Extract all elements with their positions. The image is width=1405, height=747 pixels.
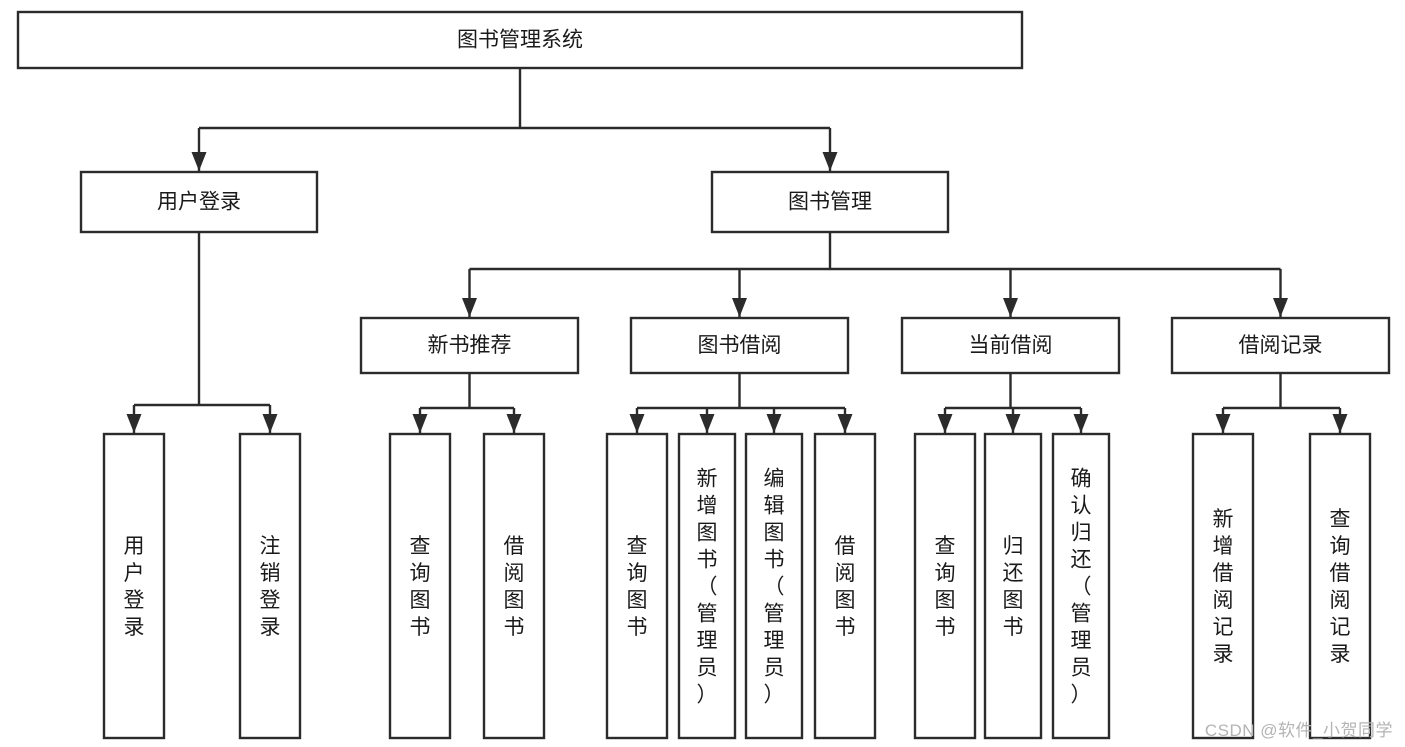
node-book-borrow-box[interactable] [629,316,850,375]
node-borrow-record[interactable]: 借阅记录 [1170,316,1391,375]
arrow-head-icon [1003,298,1018,317]
node-root-system-box[interactable] [16,10,1024,70]
nodes-layer: 图书管理系统用户登录图书管理新书推荐图书借阅当前借阅借阅记录用户登录注销登录查询… [16,10,1391,740]
node-leaf-add-book-box[interactable] [677,432,737,740]
node-leaf-add-borrow-record-box[interactable] [1191,432,1255,740]
node-leaf-user-login-box[interactable] [102,432,166,740]
arrow-head-icon [937,414,953,433]
node-book-management-label: 图书管理 [788,191,872,214]
node-leaf-query-book-1-box[interactable] [388,432,452,740]
arrow-head-icon [1332,414,1348,433]
node-leaf-user-logout[interactable]: 注销登录 [238,432,302,740]
node-borrow-record-box[interactable] [1170,316,1391,375]
arrow-head-icon [699,414,715,433]
arrow-head-icon [462,298,477,317]
node-book-borrow-label: 图书借阅 [698,334,782,357]
node-leaf-query-book-1[interactable]: 查询图书 [388,432,452,740]
node-leaf-query-book-2[interactable]: 查询图书 [605,432,669,740]
node-leaf-borrow-book-2-label: 借阅图书 [835,535,856,639]
node-leaf-add-borrow-record-label: 新增借阅记录 [1213,508,1234,666]
node-leaf-return-book[interactable]: 归还图书 [983,432,1043,740]
arrow-head-icon [766,414,782,433]
node-new-book-recommend-box[interactable] [359,316,580,375]
arrow-head-icon [1005,414,1021,433]
node-leaf-query-book-2-label: 查询图书 [627,535,648,639]
arrow-head-icon [126,414,142,433]
node-user-login[interactable]: 用户登录 [79,170,319,234]
node-current-borrow-label: 当前借阅 [969,334,1053,357]
node-leaf-add-borrow-record[interactable]: 新增借阅记录 [1191,432,1255,740]
node-leaf-edit-book-label: 编辑图书（管理员） [764,468,785,707]
arrow-head-icon [1273,298,1288,317]
arrow-head-icon [732,298,747,317]
node-leaf-add-book-label: 新增图书（管理员） [697,468,718,707]
node-current-borrow-box[interactable] [900,316,1121,375]
node-leaf-confirm-return-label: 确认归还（管理员） [1071,468,1092,707]
node-book-borrow[interactable]: 图书借阅 [629,316,850,375]
arrow-head-icon [1073,414,1089,433]
arrow-head-icon [837,414,853,433]
node-borrow-record-label: 借阅记录 [1239,334,1323,357]
node-leaf-edit-book[interactable]: 编辑图书（管理员） [744,432,804,740]
node-leaf-edit-book-box[interactable] [744,432,804,740]
node-leaf-user-login-label: 用户登录 [124,535,145,639]
node-current-borrow[interactable]: 当前借阅 [900,316,1121,375]
node-leaf-user-login[interactable]: 用户登录 [102,432,166,740]
arrow-head-icon [412,414,428,433]
node-leaf-query-borrow-record-label: 查询借阅记录 [1330,508,1351,666]
node-leaf-query-book-3[interactable]: 查询图书 [913,432,977,740]
arrow-head-icon [191,152,207,171]
node-leaf-query-borrow-record-box[interactable] [1308,432,1372,740]
node-new-book-recommend-label: 新书推荐 [428,334,512,357]
node-leaf-borrow-book-1-label: 借阅图书 [504,535,525,639]
node-new-book-recommend[interactable]: 新书推荐 [359,316,580,375]
node-leaf-user-logout-box[interactable] [238,432,302,740]
arrow-head-icon [506,414,522,433]
node-leaf-query-book-2-box[interactable] [605,432,669,740]
arrow-head-icon [1215,414,1231,433]
node-leaf-borrow-book-2[interactable]: 借阅图书 [813,432,877,740]
node-leaf-confirm-return[interactable]: 确认归还（管理员） [1051,432,1111,740]
node-leaf-query-borrow-record[interactable]: 查询借阅记录 [1308,432,1372,740]
node-leaf-query-book-3-label: 查询图书 [935,535,956,639]
node-leaf-return-book-label: 归还图书 [1003,535,1024,639]
node-leaf-query-book-3-box[interactable] [913,432,977,740]
arrow-head-icon [822,152,838,171]
connectors-layer [126,68,1348,433]
node-leaf-query-book-1-label: 查询图书 [410,535,431,639]
node-leaf-return-book-box[interactable] [983,432,1043,740]
arrow-head-icon [629,414,645,433]
node-leaf-add-book[interactable]: 新增图书（管理员） [677,432,737,740]
node-root-system[interactable]: 图书管理系统 [16,10,1024,70]
node-root-system-label: 图书管理系统 [457,29,583,52]
node-user-login-label: 用户登录 [157,191,241,214]
node-leaf-borrow-book-1-box[interactable] [482,432,546,740]
node-leaf-user-logout-label: 注销登录 [260,535,281,639]
arrow-head-icon [262,414,278,433]
node-user-login-box[interactable] [79,170,319,234]
node-leaf-confirm-return-box[interactable] [1051,432,1111,740]
node-book-management-box[interactable] [710,170,950,234]
node-leaf-borrow-book-1[interactable]: 借阅图书 [482,432,546,740]
node-leaf-borrow-book-2-box[interactable] [813,432,877,740]
node-book-management[interactable]: 图书管理 [710,170,950,234]
